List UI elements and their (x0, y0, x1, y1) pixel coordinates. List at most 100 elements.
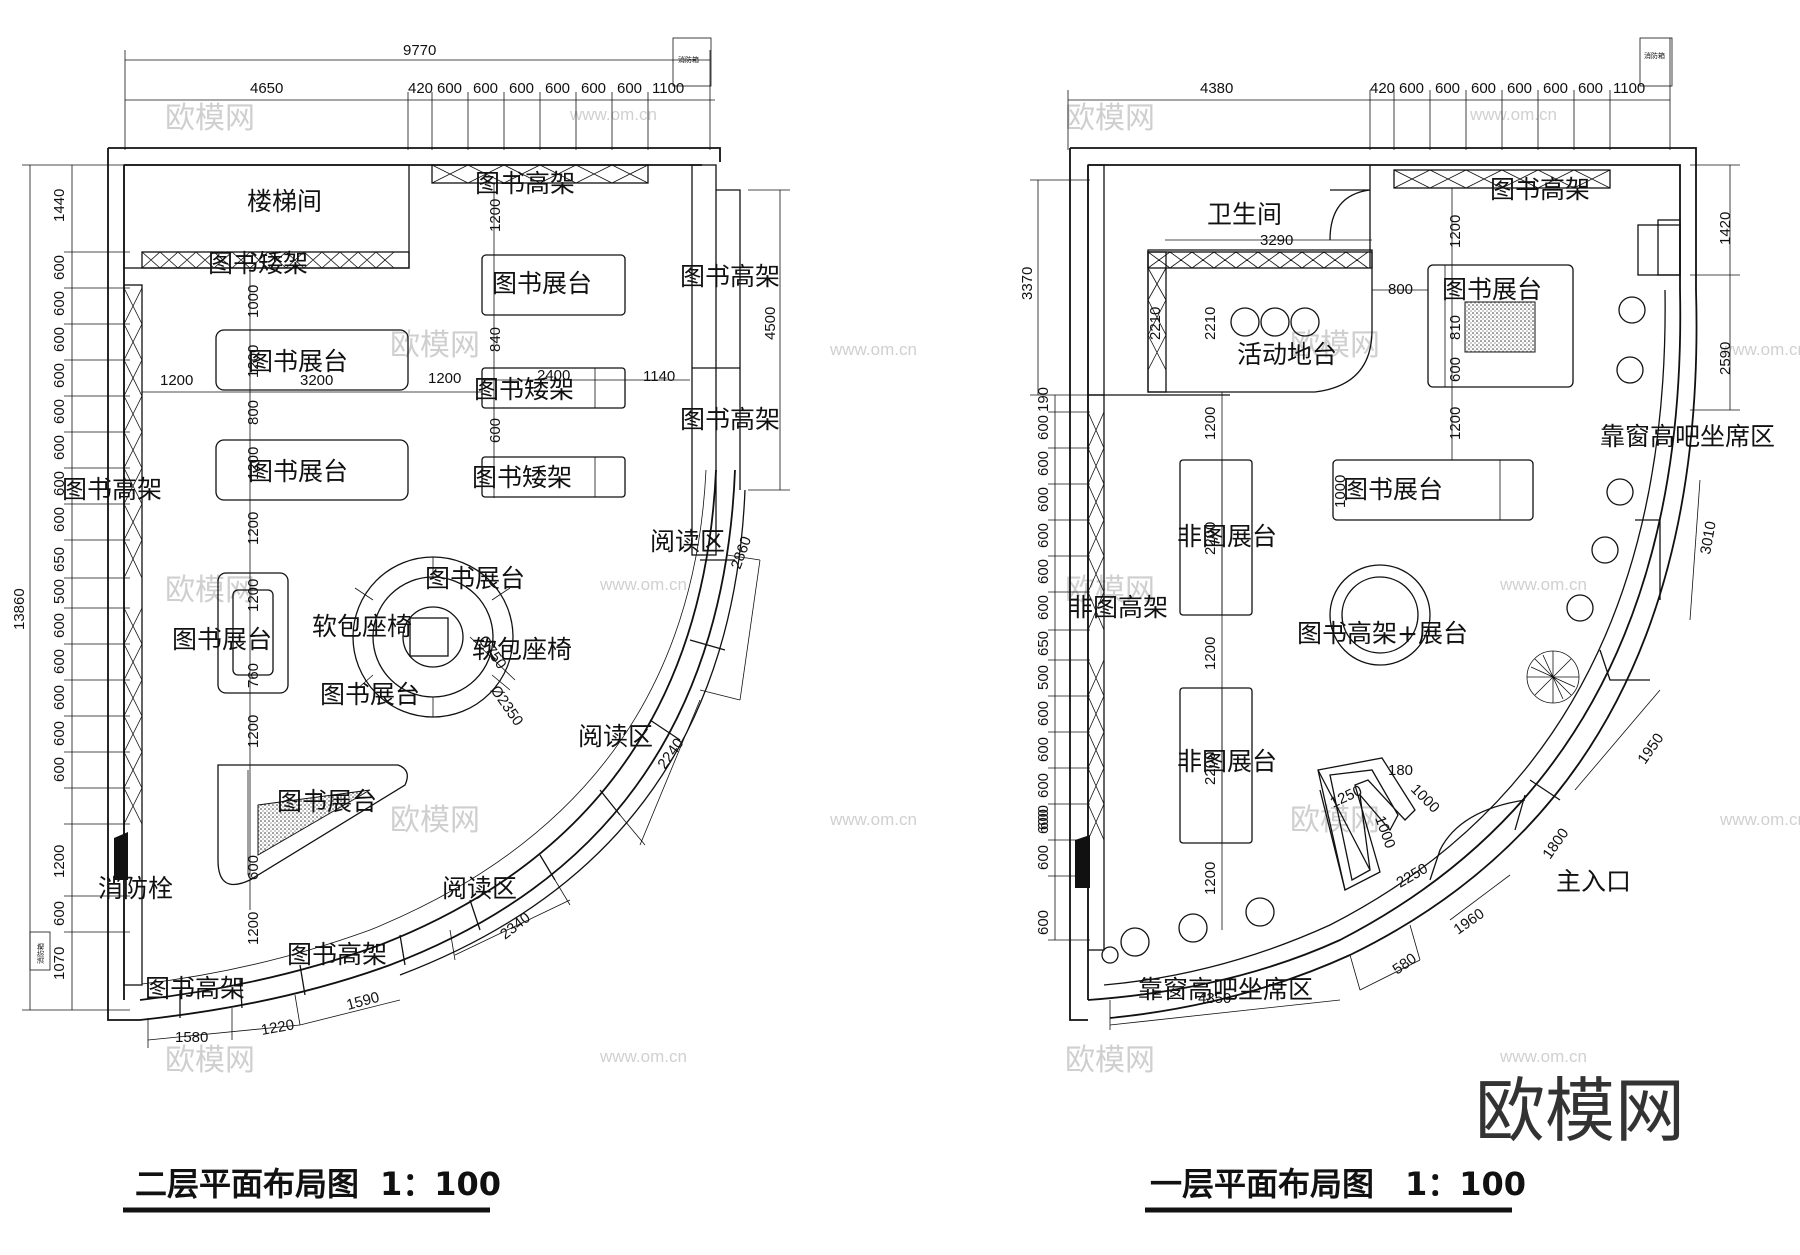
label-display: 图书展台 (1343, 475, 1443, 504)
dim-inner: 2400 (537, 367, 570, 384)
dim-left: 500 (1035, 665, 1052, 690)
dim-left: 600 (51, 291, 68, 316)
dim-left: 600 (51, 435, 68, 460)
dim-top: 600 (1435, 80, 1460, 97)
dim-top: 600 (509, 80, 534, 97)
dim-inner: 3290 (1260, 232, 1293, 249)
dim-inner: 1000 (1332, 475, 1349, 508)
watermark-brand: 欧模网 (390, 803, 480, 838)
dim-top: 600 (1543, 80, 1568, 97)
dim-left: 600 (51, 471, 68, 496)
dim-top-total: 9770 (403, 42, 436, 59)
left-dim-ticks (64, 251, 130, 933)
dim-inner: 1200 (245, 715, 262, 748)
dim-inner: 580 (1390, 950, 1420, 978)
top-dim-ticks (407, 92, 649, 150)
dim-left: 190 (1035, 387, 1052, 412)
dim-top: 600 (1471, 80, 1496, 97)
label-high-shelf: 图书高架 (287, 940, 387, 969)
dim-left: 600 (1035, 809, 1052, 834)
dim-left: 600 (51, 685, 68, 710)
watermark-brand: 欧模网 (1065, 1043, 1155, 1078)
dim-inner: 600 (487, 418, 504, 443)
dim-inner: 1200 (1447, 215, 1464, 248)
dim-left: 600 (51, 613, 68, 638)
dim-left: 600 (1035, 415, 1052, 440)
dim-inner: 1960 (1451, 905, 1488, 938)
dim-inner: 800 (245, 400, 262, 425)
dim-inner: 1200 (245, 512, 262, 545)
label-low-shelf: 图书矮架 (474, 375, 574, 404)
label-display: 图书展台 (425, 564, 525, 593)
label-bar-seating: 靠窗高吧坐席区 (1600, 422, 1775, 451)
dim-left: 1200 (51, 845, 68, 878)
dim-inner: 1200 (245, 912, 262, 945)
label-display: 图书展台 (248, 457, 348, 486)
dim-top: 600 (437, 80, 462, 97)
scale-second-floor: 1：100 (380, 1165, 501, 1203)
dim-top: 600 (1399, 80, 1424, 97)
dim-left-total: 3370 (1019, 267, 1036, 300)
dim-left: 600 (1035, 487, 1052, 512)
dim-inner: 840 (487, 327, 504, 352)
label-low-shelf: 图书矮架 (472, 463, 572, 492)
left-dim-ticks (1048, 411, 1090, 941)
dim-inner: 600 (245, 855, 262, 880)
label-non-book-display: 非图展台 (1177, 747, 1277, 776)
label-shelf-display: 图书高架+展台 (1297, 619, 1468, 648)
dim-inner: 800 (1388, 281, 1413, 298)
dim-left: 600 (51, 721, 68, 746)
watermark-group: 欧模网 www.om.cn 欧模网 www.om.cn 欧模网 www.om.c… (165, 101, 1800, 1078)
dim-inner: 1200 (245, 447, 262, 480)
label-reading: 阅读区 (650, 527, 725, 556)
label-high-shelf: 图书高架 (680, 405, 780, 434)
label-display: 图书展台 (172, 625, 272, 654)
dim-left: 600 (51, 399, 68, 424)
dim-inner: 1800 (1539, 825, 1572, 862)
plant-icon (1526, 650, 1580, 704)
dim-top: 600 (581, 80, 606, 97)
dim-inner: 1000 (1407, 781, 1443, 817)
dim-inner: 1590 (345, 989, 382, 1014)
dim-left: 600 (1035, 805, 1052, 830)
watermark-url: www.om.cn (1499, 1047, 1587, 1066)
fire-box-tag: 消防箱 (36, 943, 45, 964)
dim-top: 4380 (1200, 80, 1233, 97)
label-high-shelf: 图书高架 (680, 262, 780, 291)
dim-left: 600 (1035, 523, 1052, 548)
dim-inner: 1200 (487, 199, 504, 232)
dim-inner: 2340 (497, 909, 534, 943)
dim-top: 600 (1578, 80, 1603, 97)
dim-left: 600 (51, 507, 68, 532)
dim-inner: 1140 (643, 368, 675, 385)
label-display: 图书展台 (248, 347, 348, 376)
label-restroom: 卫生间 (1207, 200, 1282, 229)
dim-top: 600 (617, 80, 642, 97)
dim-left: 600 (51, 363, 68, 388)
label-bar-seating: 靠窗高吧坐席区 (1138, 975, 1313, 1004)
dim-left: 2210 (1147, 307, 1164, 340)
dim-inner: 180 (1388, 762, 1413, 779)
dim-top: 1100 (1613, 80, 1645, 97)
dim-left: 600 (51, 649, 68, 674)
label-high-shelf: 图书高架 (1490, 175, 1590, 204)
dim-inner: 4500 (762, 307, 779, 340)
watermark-brand: 欧模网 (165, 101, 255, 136)
watermark-brand: 欧模网 (1065, 573, 1155, 608)
dim-left: 600 (1035, 701, 1052, 726)
dim-inner: Ø2350 (487, 683, 527, 730)
watermark-url: www.om.cn (569, 105, 657, 124)
title-first-floor: 一层平面布局图 (1150, 1165, 1374, 1203)
dim-top: 1100 (652, 80, 684, 97)
label-non-book-display: 非图展台 (1177, 522, 1277, 551)
dim-inner: 3200 (300, 372, 333, 389)
dim-inner: 3010 (1697, 520, 1720, 556)
dim-left: 1440 (51, 189, 68, 222)
dim-left: 650 (1035, 631, 1052, 656)
dim-left: 500 (51, 579, 68, 604)
label-display: 图书展台 (492, 269, 592, 298)
dim-left: 650 (51, 547, 68, 572)
dim-inner: 1200 (1202, 407, 1219, 440)
dim-inner: 1420 (1717, 212, 1734, 245)
dim-inner: 810 (1447, 315, 1464, 340)
